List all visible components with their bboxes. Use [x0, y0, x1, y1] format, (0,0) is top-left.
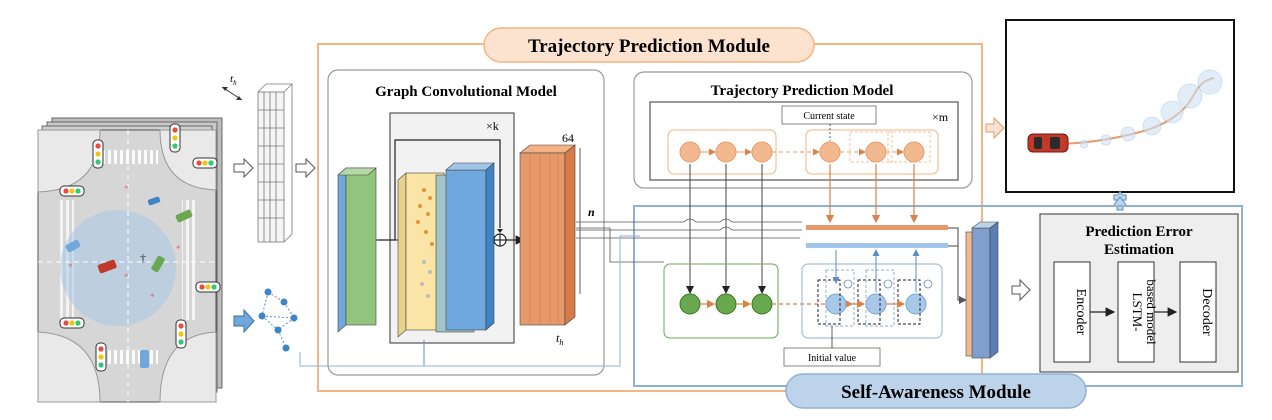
traffic-light-icon	[192, 157, 218, 169]
car-icon	[175, 209, 193, 223]
decoder-lstm-block	[801, 263, 943, 339]
flow-arrow-icon	[233, 308, 255, 334]
interaction-graph	[261, 291, 295, 349]
current-state-box	[781, 105, 877, 125]
pedestrian-icon: *	[150, 292, 155, 302]
traffic-light-icon	[175, 319, 187, 349]
traffic-light-icon	[59, 185, 85, 197]
traffic-light-icon	[95, 342, 107, 372]
pee-title-line2: Estimation	[1104, 242, 1175, 258]
scene-time-label: th	[230, 73, 237, 87]
lstm-label-line1: LSTM-	[1130, 293, 1145, 332]
self-awareness-module-badge	[785, 373, 1087, 409]
pedestrian-icon: *	[68, 262, 73, 272]
green-lstm-nodes	[679, 293, 773, 315]
self-awareness-module-title: Self-Awareness Module	[841, 382, 1031, 403]
lstm-label-line2: based model	[1144, 279, 1159, 345]
lstm-model-box	[1117, 261, 1155, 363]
pedestrian-icon: *	[124, 272, 129, 282]
feature-grid	[257, 83, 293, 243]
lstm-block	[805, 129, 939, 175]
gcn-output-tensor	[519, 152, 566, 326]
combined-tensor-blue	[971, 227, 991, 359]
feature-dots	[416, 188, 434, 246]
interaction-radius	[60, 210, 176, 326]
flow-arrow-icon	[985, 116, 1005, 140]
encoder-label: Encoder	[1073, 289, 1088, 336]
car-icon	[147, 196, 161, 206]
blue-lstm-nodes	[825, 293, 927, 315]
traffic-light-icon	[92, 139, 104, 169]
gcn-layer-blue	[445, 169, 487, 331]
gcn-layer-green	[345, 167, 377, 326]
tpm-repeat-label: ×m	[932, 110, 949, 124]
traffic-light-icon	[59, 317, 85, 329]
interaction-graph-nodes	[258, 288, 298, 352]
trajectory-prediction-model-title: Trajectory Prediction Model	[711, 83, 894, 99]
encoder-lstm-block	[663, 263, 779, 339]
traffic-light-icon	[169, 123, 181, 153]
uncertainty-ellipses	[1079, 69, 1223, 149]
flow-arrow-icon	[233, 157, 254, 179]
pedestrian-icon: *	[176, 244, 181, 254]
car-icon	[140, 350, 149, 368]
node-count-label: n	[588, 205, 595, 219]
pedestrian-icon: *	[124, 184, 129, 194]
gcm-repeat-label: ×k	[486, 119, 499, 133]
depth-label: 64	[562, 131, 574, 145]
ego-vehicle-icon	[1027, 133, 1069, 153]
encoder-box	[1053, 261, 1091, 363]
flow-arrow-icon	[1011, 278, 1031, 302]
ego-car-icon	[97, 259, 117, 274]
traffic-light-icon	[195, 281, 221, 293]
decoder-label: Decoder	[1199, 288, 1214, 336]
gcn-time-label: th	[556, 331, 563, 347]
flow-arrow-icon	[295, 157, 316, 179]
awareness-feature-bar	[806, 243, 948, 248]
predicted-trajectory-panel	[1005, 19, 1235, 193]
car-icon	[151, 255, 165, 273]
initial-value-label: Initial value	[808, 353, 857, 364]
current-state-label: Current state	[803, 111, 855, 122]
decoder-box	[1179, 261, 1217, 363]
car-icon	[65, 239, 81, 253]
trajectory-prediction-module-badge	[483, 27, 815, 63]
pedestrian-icon: †	[140, 251, 146, 265]
pee-title-line1: Prediction Error	[1085, 224, 1193, 240]
traffic-scene-stack: † * * * * * th	[37, 73, 243, 403]
trajectory-prediction-module-title: Trajectory Prediction Module	[528, 36, 770, 57]
prediction-feature-bar	[806, 225, 948, 230]
graph-convolutional-model-title: Graph Convolutional Model	[375, 84, 557, 100]
